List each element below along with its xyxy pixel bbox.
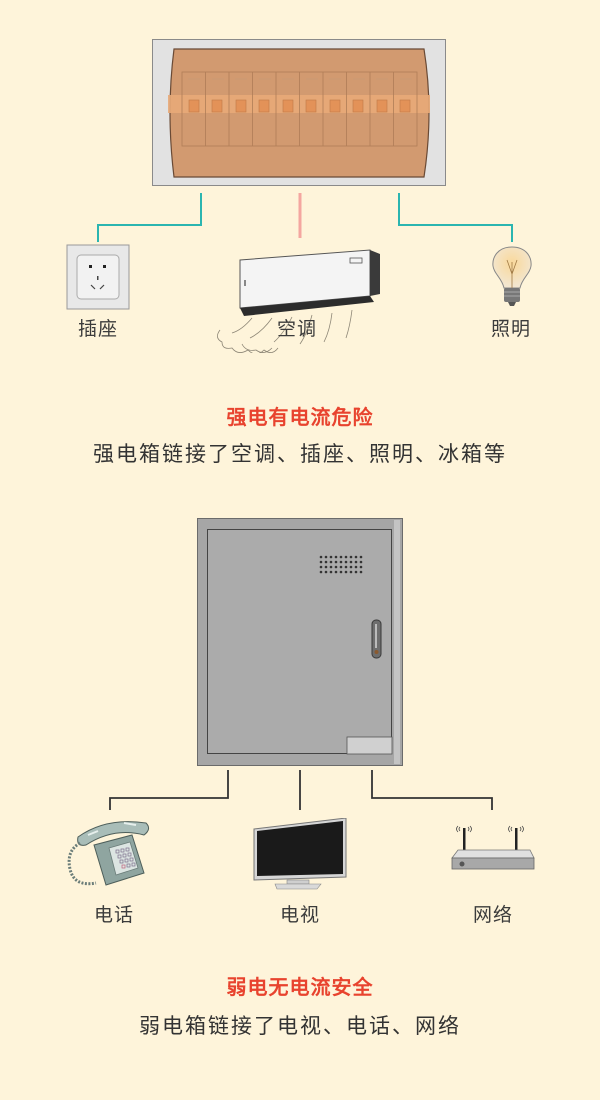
device-label-phone: 电话 [93, 904, 134, 926]
device-label-socket: 插座 [77, 318, 118, 340]
strong-wires [97, 193, 513, 242]
air-conditioner-icon [212, 238, 387, 355]
device-label-tv: 电视 [279, 904, 320, 926]
device-label-light: 照明 [490, 318, 531, 340]
weak-wires [109, 770, 493, 810]
router-icon [448, 820, 538, 872]
weak-current-heading: 弱电无电流安全 [226, 975, 374, 999]
light-bulb-icon [490, 244, 534, 310]
telephone-icon [64, 815, 154, 895]
breaker-panel-icon [152, 39, 446, 186]
weak-current-description: 弱电箱链接了电视、电话、网络 [139, 1014, 461, 1038]
strong-current-description: 强电箱链接了空调、插座、照明、冰箱等 [93, 442, 507, 466]
power-socket-icon [66, 244, 130, 310]
tv-icon [253, 817, 348, 890]
weak-current-box-icon [197, 518, 403, 766]
device-label-network: 网络 [472, 904, 513, 926]
strong-current-heading: 强电有电流危险 [226, 405, 374, 429]
device-label-ac: 空调 [276, 318, 317, 340]
